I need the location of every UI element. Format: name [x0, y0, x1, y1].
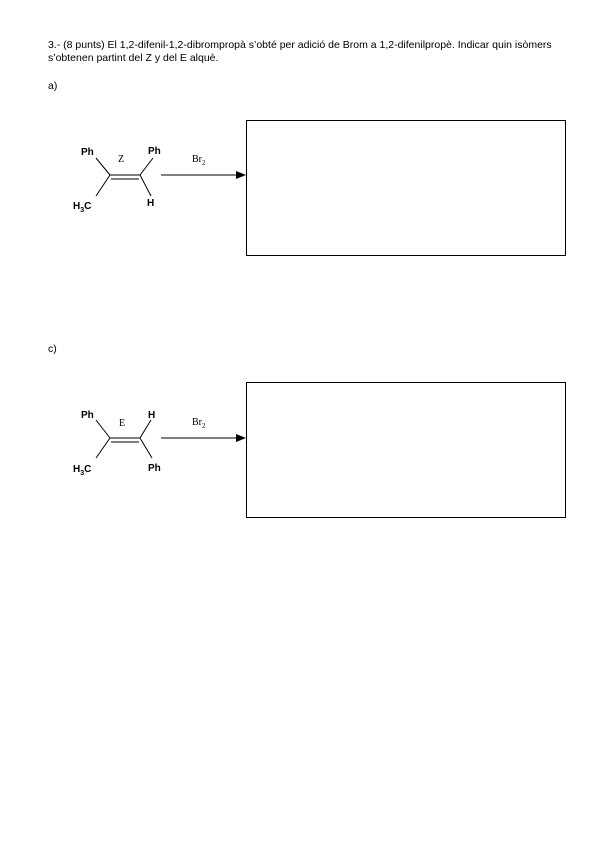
- part-a-label: a): [48, 80, 58, 92]
- bond-a-top-right: [139, 157, 154, 176]
- substituent-a-bottom-left: H3C: [73, 201, 91, 214]
- substituent-c-bottom-left: H3C: [73, 464, 91, 477]
- reagent-c-label: Br2: [192, 417, 206, 430]
- substituent-a-top-left: Ph: [81, 147, 94, 158]
- part-c-label: c): [48, 343, 57, 355]
- arrow-c-head: [236, 434, 246, 442]
- substituent-a-bottom-right: H: [147, 198, 154, 209]
- bond-c-bottom-left: [95, 437, 111, 459]
- bond-a-bottom-left: [95, 174, 111, 197]
- answer-box-a[interactable]: [246, 120, 566, 256]
- bond-c-top-left: [95, 419, 111, 439]
- isomer-c-label: E: [119, 418, 125, 429]
- substituent-c-bottom-right: Ph: [148, 463, 161, 474]
- answer-box-c[interactable]: [246, 382, 566, 518]
- arrow-a-head: [236, 171, 246, 179]
- bond-c-top-right: [139, 419, 152, 439]
- bond-a-bottom-right: [139, 174, 152, 197]
- reagent-a-label: Br2: [192, 154, 206, 167]
- isomer-a-label: Z: [118, 154, 124, 165]
- question-text: 3.- (8 punts) El 1,2-difenil-1,2-dibromp…: [48, 39, 552, 64]
- substituent-c-top-right: H: [148, 410, 155, 421]
- substituent-a-top-right: Ph: [148, 146, 161, 157]
- bond-c-bottom-right: [139, 437, 153, 459]
- bond-a-top-left: [95, 157, 111, 176]
- substituent-c-top-left: Ph: [81, 410, 94, 421]
